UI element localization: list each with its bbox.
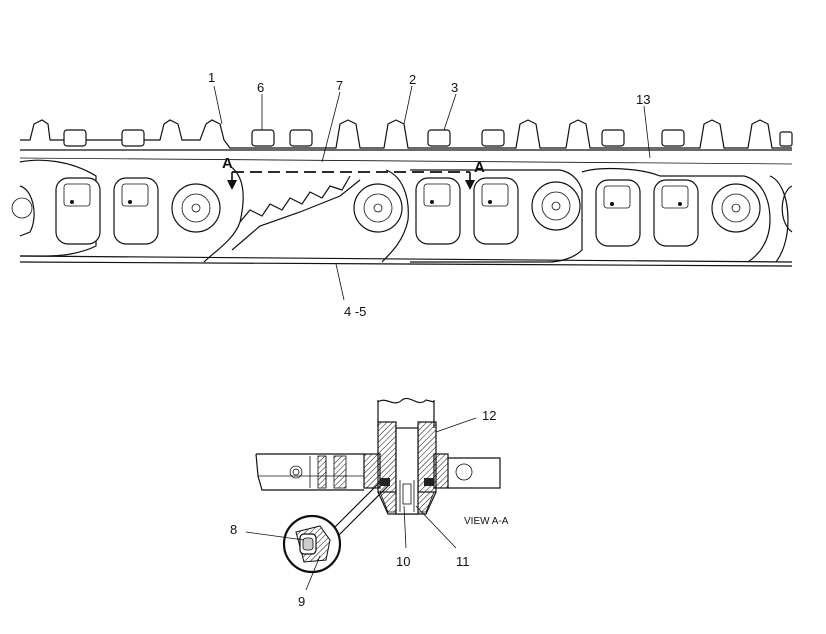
- view-label: VIEW A-A: [464, 516, 509, 527]
- callout-10: 10: [396, 554, 410, 569]
- section-mark-left: A: [222, 155, 233, 172]
- bottom-leader-lines: [245, 417, 477, 591]
- track-bolts: [63, 129, 793, 147]
- callout-11: 11: [456, 554, 470, 569]
- track-links: [19, 159, 793, 267]
- top-leader-lines: [213, 85, 651, 301]
- callout-8: 8: [230, 522, 237, 537]
- section-view-a-a: [255, 397, 501, 574]
- callout-13: 13: [636, 92, 650, 107]
- callout-2: 2: [409, 72, 416, 87]
- link-slots: [55, 177, 699, 247]
- callout-7: 7: [336, 78, 343, 93]
- callout-1: 1: [208, 70, 215, 85]
- callout-3: 3: [451, 80, 458, 95]
- track-chain: A A: [11, 119, 793, 267]
- section-line-a-a: [227, 171, 475, 190]
- callout-4-5: 4 -5: [344, 304, 366, 319]
- callout-6: 6: [257, 80, 264, 95]
- track-shoe-outline: [20, 119, 792, 149]
- section-mark-right: A: [474, 159, 485, 176]
- callout-9: 9: [298, 594, 305, 609]
- callout-12: 12: [482, 408, 496, 423]
- track-pins: [11, 181, 793, 237]
- master-link: [231, 175, 361, 251]
